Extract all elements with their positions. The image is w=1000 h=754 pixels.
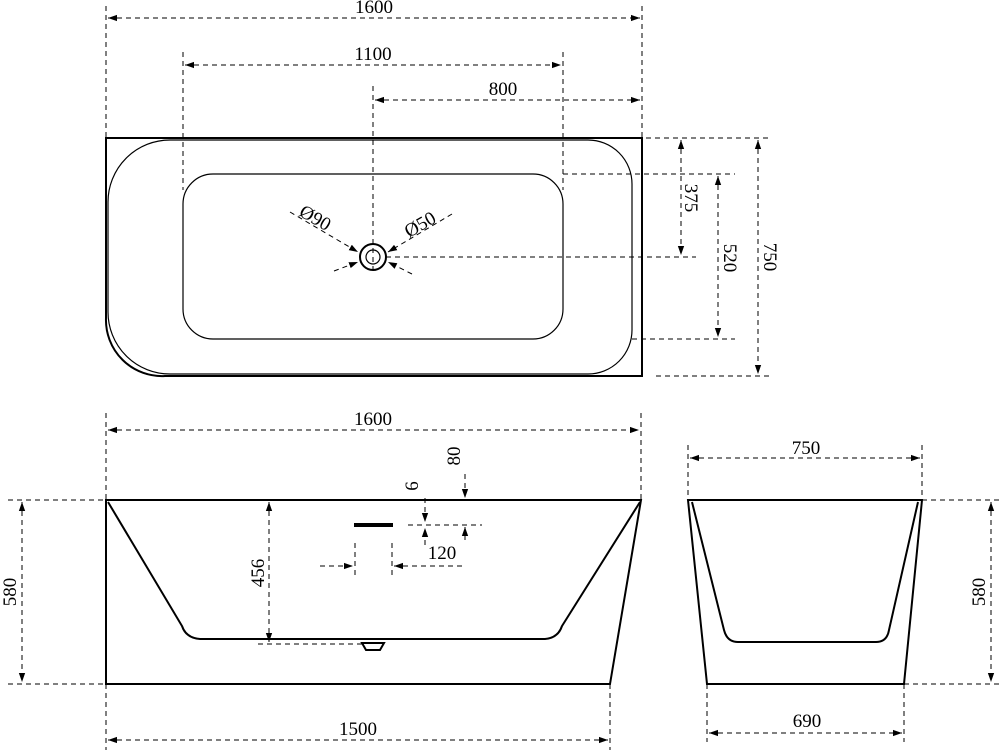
dim-text-750-top: 750 <box>759 243 780 272</box>
top-view-rim-curve <box>107 139 633 375</box>
dim-text-1600-top: 1600 <box>355 0 393 18</box>
front-view-drain-cap <box>360 642 386 651</box>
dim-text-520: 520 <box>719 244 740 273</box>
top-view-inner-basin <box>182 173 564 340</box>
dim-text-80: 80 <box>444 447 465 466</box>
side-view-inner-basin <box>691 501 919 643</box>
top-view: 1600 1100 800 375 520 750 Ø90 Ø50 <box>104 0 780 378</box>
dim-text-690: 690 <box>793 711 822 732</box>
front-view: 1600 1500 580 456 80 6 120 <box>0 409 643 750</box>
side-view-outer-body <box>686 499 924 685</box>
dim-text-120: 120 <box>428 543 457 564</box>
top-view-outer-rim <box>104 137 643 378</box>
dim-text-456: 456 <box>248 559 269 588</box>
dim-text-580-front: 580 <box>0 578 21 607</box>
dim-text-375: 375 <box>680 184 701 213</box>
dim-text-diameter-90: Ø90 <box>296 201 335 236</box>
leader-drain-diameter <box>387 213 453 253</box>
front-view-inner-basin <box>107 501 641 640</box>
dim-text-1500: 1500 <box>339 719 377 740</box>
leader-overflow-diameter <box>289 211 359 253</box>
dim-text-6: 6 <box>402 481 423 491</box>
dim-text-750-side: 750 <box>792 438 821 459</box>
dim-text-800: 800 <box>489 79 518 100</box>
dim-text-580-side: 580 <box>969 578 990 607</box>
dim-text-1600-front: 1600 <box>354 409 392 430</box>
dim-text-1100: 1100 <box>354 44 391 65</box>
dim-text-diameter-50: Ø50 <box>401 208 440 243</box>
side-view: 750 690 580 <box>686 438 1000 742</box>
front-view-outer-body <box>105 499 643 685</box>
